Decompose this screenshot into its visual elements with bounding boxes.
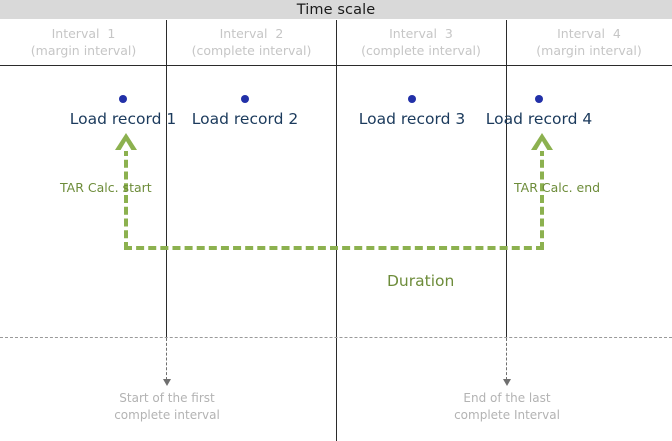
interval-header-3: Interval 3 (complete interval): [336, 19, 506, 66]
interval-divider-2: [336, 20, 337, 441]
load-record-3-label: Load record 3: [358, 110, 466, 128]
page-title: Time scale: [296, 1, 376, 18]
load-record-4-label: Load record 4: [485, 110, 593, 128]
load-record-3: Load record 3: [312, 95, 512, 128]
duration-label: Duration: [387, 272, 455, 290]
tar-start-stem: [124, 148, 128, 250]
interval-2-subtitle: (complete interval): [191, 43, 312, 58]
interval-header-4: Interval 4 (margin interval): [506, 19, 672, 66]
interval-4-name: Interval 4: [557, 26, 621, 41]
tar-duration-baseline: [124, 246, 544, 250]
interval-3-name: Interval 3: [389, 26, 453, 41]
callout-stem-right: [506, 338, 507, 380]
interval-header-1: Interval 1 (margin interval): [0, 19, 167, 66]
load-record-1: Load record 1: [23, 95, 223, 128]
load-record-4: Load record 4: [439, 95, 639, 128]
diagram-title-bar: Time scale: [0, 0, 672, 19]
interval-header-row: Interval 1 (margin interval) Interval 2 …: [0, 19, 672, 66]
callout-left: Start of the first complete interval: [57, 390, 277, 424]
callout-left-line1: Start of the first: [119, 391, 215, 405]
callout-arrow-down-icon-right: [503, 379, 511, 386]
tar-calc-end-label: TAR Calc. end: [514, 180, 601, 195]
load-record-1-label: Load record 1: [69, 110, 177, 128]
callout-stem-left: [166, 338, 167, 380]
callout-arrow-down-icon-left: [163, 379, 171, 386]
load-record-dot-icon: [408, 95, 416, 103]
interval-3-subtitle: (complete interval): [361, 43, 481, 58]
interval-2-name: Interval 2: [219, 26, 284, 41]
interval-divider-3: [506, 20, 507, 337]
load-record-2-label: Load record 2: [191, 110, 299, 128]
load-record-dot-icon: [535, 95, 543, 103]
interval-4-subtitle: (margin interval): [536, 43, 642, 58]
load-record-2: Load record 2: [145, 95, 345, 128]
tar-calc-start-label: TAR Calc. start: [60, 180, 152, 195]
tar-start-arrow-notch: [120, 141, 132, 151]
tar-end-stem: [540, 148, 544, 250]
interval-1-name: Interval 1: [51, 26, 116, 41]
tar-end-arrow-notch: [536, 141, 548, 151]
load-record-dot-icon: [241, 95, 249, 103]
interval-divider-1: [166, 20, 167, 337]
interval-header-2: Interval 2 (complete interval): [167, 19, 336, 66]
callout-right-line1: End of the last: [463, 391, 551, 405]
callout-right: End of the last complete Interval: [397, 390, 617, 424]
callout-right-line2: complete Interval: [454, 408, 560, 422]
callout-left-line2: complete interval: [114, 408, 220, 422]
interval-1-subtitle: (margin interval): [30, 43, 137, 58]
load-record-dot-icon: [119, 95, 127, 103]
callout-separator-line: [0, 337, 672, 338]
